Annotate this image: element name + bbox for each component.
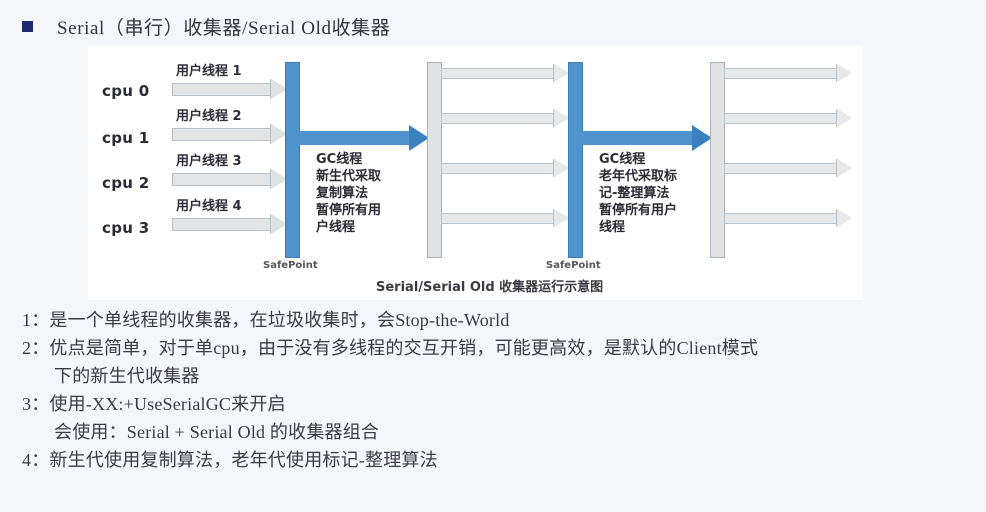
resumed-thread-arrow-2 xyxy=(441,159,569,178)
user-thread-arrow-2 xyxy=(172,169,287,190)
note-line-3-cont: 会使用：Serial + Serial Old 的收集器组合 xyxy=(54,422,380,442)
final-thread-arrow-2 xyxy=(724,159,852,178)
page-title: Serial（串行）收集器/Serial Old收集器 xyxy=(57,17,391,39)
note-line-2-cont: 下的新生代收集器 xyxy=(54,366,200,386)
user-thread-arrow-3 xyxy=(172,214,287,235)
resumed-thread-arrow-1 xyxy=(441,109,569,128)
cpu-label-1: cpu 1 xyxy=(102,129,150,147)
final-thread-arrow-3 xyxy=(724,209,852,228)
notes-list: 1：是一个单线程的收集器，在垃圾收集时，会Stop-the-World 2：优点… xyxy=(22,306,972,474)
gc-arrow-young-gen xyxy=(299,125,429,151)
safepoint-bar-2 xyxy=(568,62,583,258)
resume-bar-2 xyxy=(710,62,725,258)
user-thread-label-3: 用户线程 4 xyxy=(176,199,242,214)
serial-collector-diagram: cpu 0 cpu 1 cpu 2 cpu 3 用户线程 1 用户线程 2 用户… xyxy=(88,46,863,300)
safepoint-label-1: SafePoint xyxy=(263,260,318,271)
square-bullet-icon xyxy=(22,20,33,32)
user-thread-label-0: 用户线程 1 xyxy=(176,64,242,79)
user-thread-arrow-0 xyxy=(172,79,287,100)
gc-note-young-gen: GC线程 新生代采取 复制算法 暂停所有用 户线程 xyxy=(316,152,382,235)
final-thread-arrow-1 xyxy=(724,109,852,128)
resumed-thread-arrow-0 xyxy=(441,64,569,83)
cpu-label-0: cpu 0 xyxy=(102,82,150,100)
user-thread-arrow-1 xyxy=(172,124,287,145)
safepoint-label-2: SafePoint xyxy=(546,260,601,271)
note-line-1: 1：是一个单线程的收集器，在垃圾收集时，会Stop-the-World xyxy=(22,310,510,330)
user-thread-label-2: 用户线程 3 xyxy=(176,154,242,169)
resume-bar-1 xyxy=(427,62,442,258)
final-thread-arrow-0 xyxy=(724,64,852,83)
safepoint-bar-1 xyxy=(285,62,300,258)
diagram-caption: Serial/Serial Old 收集器运行示意图 xyxy=(376,280,604,295)
cpu-label-2: cpu 2 xyxy=(102,174,150,192)
note-line-2: 2：优点是简单，对于单cpu，由于没有多线程的交互开销，可能更高效，是默认的Cl… xyxy=(22,338,759,358)
gc-note-old-gen: GC线程 老年代采取标 记-整理算法 暂停所有用户 线程 xyxy=(599,152,678,235)
resumed-thread-arrow-3 xyxy=(441,209,569,228)
note-line-3: 3：使用-XX:+UseSerialGC来开启 xyxy=(22,394,286,414)
user-thread-label-1: 用户线程 2 xyxy=(176,109,242,124)
cpu-label-3: cpu 3 xyxy=(102,219,150,237)
slide-heading: Serial（串行）收集器/Serial Old收集器 xyxy=(0,8,986,44)
note-line-4: 4：新生代使用复制算法，老年代使用标记-整理算法 xyxy=(22,450,438,470)
gc-arrow-old-gen xyxy=(582,125,712,151)
